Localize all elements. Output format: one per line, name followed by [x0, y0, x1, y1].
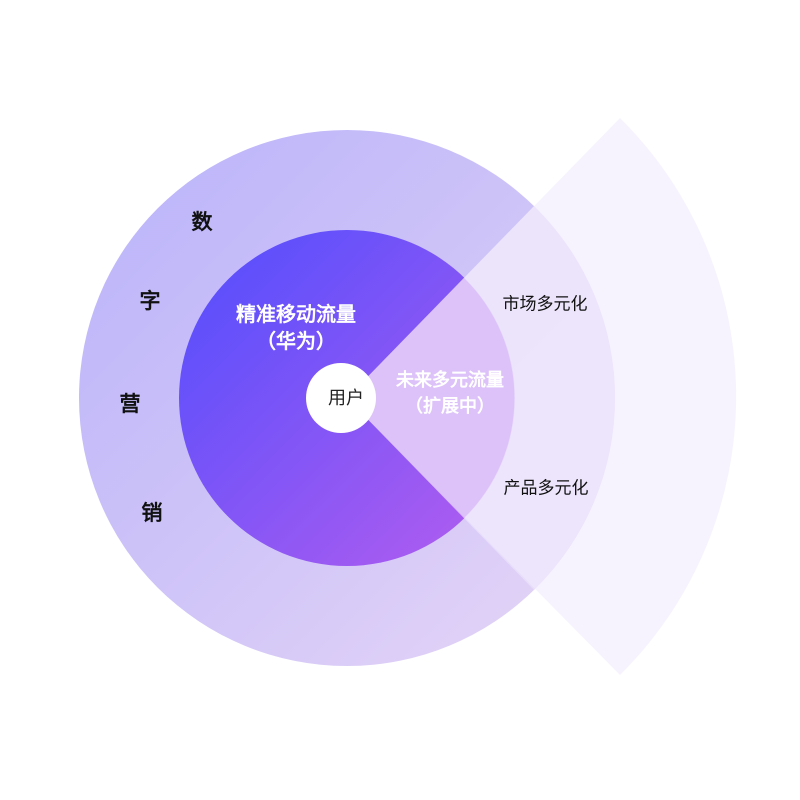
- inner-circle-title: 精准移动流量: [236, 302, 356, 326]
- inner-circle-label: 精准移动流量 （华为）: [236, 301, 356, 355]
- wedge-item-product: 产品多元化: [503, 478, 589, 499]
- side-title-char-3: 营: [119, 392, 141, 416]
- wedge-item-market: 市场多元化: [502, 294, 588, 315]
- wedge-label: 未来多元流量 （扩展中）: [396, 368, 504, 420]
- side-title-char-2: 字: [139, 289, 161, 313]
- expansion-wedge-inner: [347, 278, 515, 518]
- center-user-circle: [306, 363, 376, 433]
- center-user-label: 用户: [328, 388, 364, 409]
- wedge-subtitle: （扩展中）: [405, 396, 495, 417]
- side-title-char-1: 数: [191, 210, 213, 234]
- inner-circle-subtitle: （华为）: [256, 329, 336, 353]
- wedge-title: 未来多元流量: [396, 370, 504, 391]
- side-title-char-4: 销: [141, 501, 163, 525]
